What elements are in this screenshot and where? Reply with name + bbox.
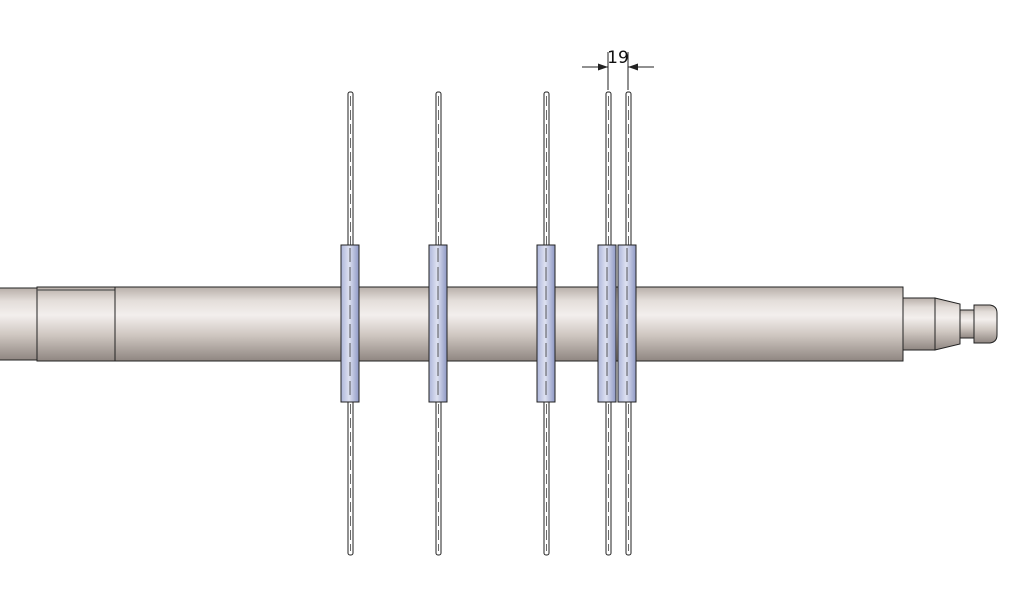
- shaft-section-keyed: [36, 286, 116, 362]
- dimension-annotation: 19: [582, 48, 654, 90]
- disc-4: [597, 91, 617, 556]
- disc-1: [340, 91, 360, 556]
- disc-hub: [340, 244, 360, 403]
- arrowhead-right: [628, 63, 638, 71]
- disc-hub: [597, 244, 617, 403]
- disc-2: [428, 91, 448, 556]
- shaft-neck: [959, 309, 975, 339]
- shaft-section-main: [114, 286, 904, 362]
- disc-hub: [428, 244, 448, 403]
- shaft-section-left: [0, 287, 39, 361]
- dimension-value: 19: [607, 48, 629, 68]
- disc-hub: [617, 244, 637, 403]
- shaft-section-end-step: [902, 297, 936, 351]
- arrowhead-left: [598, 63, 608, 71]
- disc-hub: [536, 244, 556, 403]
- disc-5: [617, 91, 637, 556]
- shaft-tip: [973, 304, 998, 344]
- shaft: [0, 286, 998, 362]
- shaft-taper: [934, 297, 961, 351]
- disc-3: [536, 91, 556, 556]
